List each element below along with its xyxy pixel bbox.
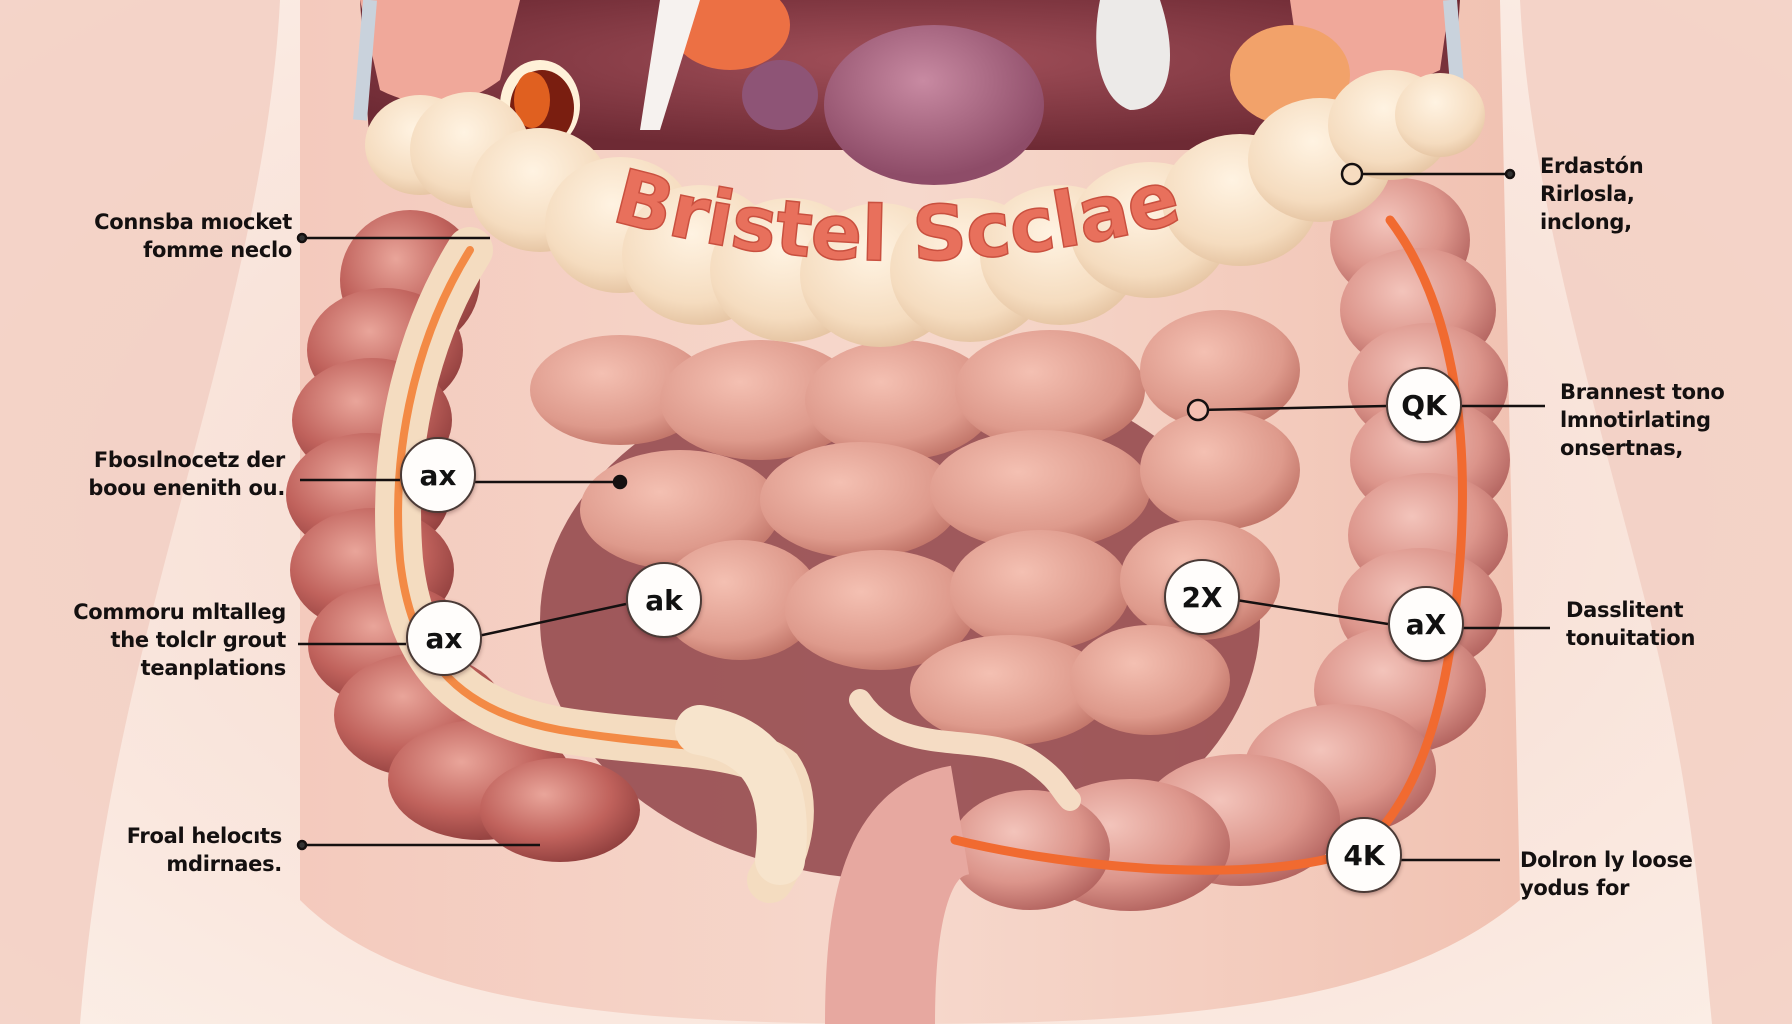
- callout-label-left-3: Commoru mltalleg the tolclr grout teanpl…: [30, 598, 286, 682]
- label-line: yodus for: [1520, 876, 1630, 900]
- callout-label-right-3: Dasslitent tonuitation: [1566, 596, 1786, 652]
- badge-text: 4K: [1343, 838, 1385, 872]
- callout-label-left-1: Connsba mıocket fomme neclo: [60, 208, 292, 264]
- callout-label-right-2: Brannest tono lmnotirlating onsertnas,: [1560, 378, 1792, 462]
- label-line: mdirnaes.: [166, 852, 282, 876]
- label-line: boou enenith ou.: [88, 476, 285, 500]
- callout-label-right-4: Dolron ly loose yodus for: [1520, 846, 1770, 902]
- label-line: Erdastón: [1540, 154, 1644, 178]
- badge-text: ak: [645, 583, 683, 617]
- marker-badge: ak: [626, 562, 702, 638]
- diagram-title-text: Bristel Scclae: [605, 160, 1189, 279]
- marker-badge: 2X: [1164, 559, 1240, 635]
- badge-text: ax: [419, 458, 457, 492]
- label-line: tonuitation: [1566, 626, 1696, 650]
- badge-text: QK: [1401, 388, 1447, 422]
- label-line: Dolron ly loose: [1520, 848, 1693, 872]
- label-line: fomme neclo: [143, 238, 292, 262]
- label-line: onsertnas,: [1560, 436, 1684, 460]
- label-line: Commoru mltalleg: [73, 600, 286, 624]
- label-line: inclong,: [1540, 210, 1632, 234]
- marker-badge: ax: [400, 437, 476, 513]
- label-line: Dasslitent: [1566, 598, 1684, 622]
- badge-text: 2X: [1181, 580, 1223, 614]
- label-line: lmnotirlating: [1560, 408, 1711, 432]
- label-line: teanplations: [140, 656, 287, 680]
- diagram-title: Bristel Scclae: [605, 160, 1189, 279]
- marker-badge: ax: [406, 600, 482, 676]
- label-line: Rirlosla,: [1540, 182, 1635, 206]
- label-line: the tolclr grout: [110, 628, 286, 652]
- marker-badge: 4K: [1326, 817, 1402, 893]
- callout-label-left-2: Fbosılnocetz der boou enenith ou.: [40, 446, 285, 502]
- marker-badge: QK: [1386, 367, 1462, 443]
- label-line: Brannest tono: [1560, 380, 1725, 404]
- label-line: Froal helocıts: [126, 824, 283, 848]
- svg-text:Bristel Scclae: Bristel Scclae: [606, 160, 1189, 279]
- badge-text: aX: [1405, 607, 1447, 641]
- label-line: Connsba mıocket: [94, 210, 292, 234]
- marker-badge: aX: [1388, 586, 1464, 662]
- callout-label-left-4: Froal helocıts mdirnaes.: [60, 822, 283, 878]
- badge-text: ax: [425, 621, 463, 655]
- callout-label-right-1: Erdastón Rirlosla, inclong,: [1540, 152, 1780, 236]
- label-line: Fbosılnocetz der: [93, 448, 285, 472]
